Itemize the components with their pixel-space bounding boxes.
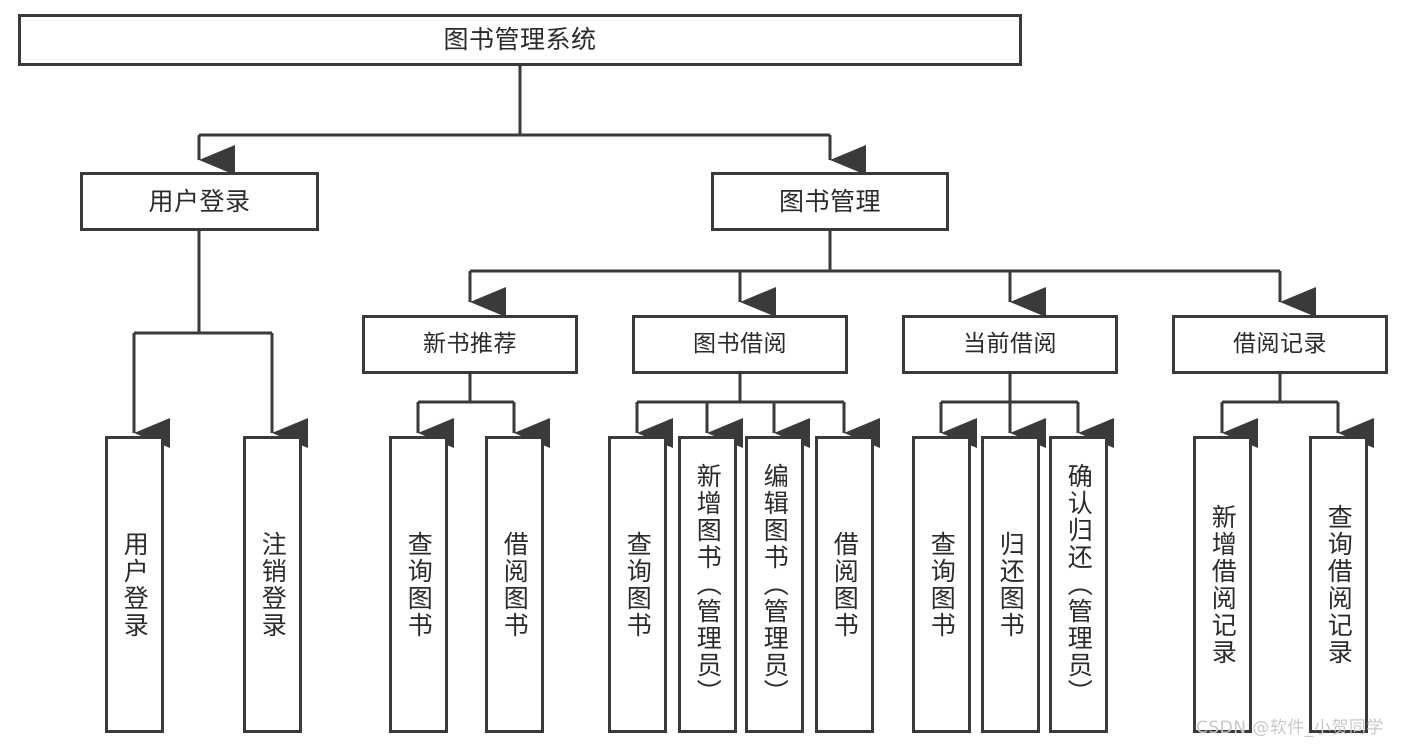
node-book-manage[interactable]: 图书管理 bbox=[711, 172, 949, 231]
leaf-query-book-2-label: 查询图书 bbox=[623, 530, 653, 639]
leaf-borrow-book-1[interactable]: 借阅图书 bbox=[485, 436, 544, 733]
node-user-login-label: 用户登录 bbox=[148, 186, 251, 216]
leaf-user-login[interactable]: 用户登录 bbox=[105, 436, 164, 733]
leaf-query-record-label: 查询借阅记录 bbox=[1324, 503, 1354, 666]
leaf-borrow-book-2[interactable]: 借阅图书 bbox=[815, 436, 874, 733]
leaf-add-record-label: 新增借阅记录 bbox=[1208, 503, 1238, 666]
csdn-watermark: CSDN @软件_小贺同学 bbox=[1196, 718, 1384, 738]
node-book-borrow-label: 图书借阅 bbox=[693, 330, 787, 357]
node-new-book-recommend-label: 新书推荐 bbox=[423, 330, 517, 357]
leaf-edit-book-label: 编辑图书（管理员） bbox=[760, 463, 790, 706]
node-borrow-record-label: 借阅记录 bbox=[1233, 330, 1327, 357]
leaf-query-book-2[interactable]: 查询图书 bbox=[608, 436, 667, 733]
leaf-return-book[interactable]: 归还图书 bbox=[981, 436, 1040, 733]
leaf-query-record[interactable]: 查询借阅记录 bbox=[1309, 436, 1368, 733]
node-borrow-record[interactable]: 借阅记录 bbox=[1172, 315, 1388, 374]
node-user-login[interactable]: 用户登录 bbox=[80, 172, 319, 231]
leaf-borrow-book-2-label: 借阅图书 bbox=[830, 530, 860, 639]
node-root-label: 图书管理系统 bbox=[443, 25, 597, 55]
node-current-borrow[interactable]: 当前借阅 bbox=[902, 315, 1118, 374]
leaf-confirm-return[interactable]: 确认归还（管理员） bbox=[1049, 436, 1108, 733]
leaf-add-record[interactable]: 新增借阅记录 bbox=[1193, 436, 1252, 733]
leaf-query-book-1[interactable]: 查询图书 bbox=[389, 436, 448, 733]
leaf-return-book-label: 归还图书 bbox=[996, 530, 1026, 639]
node-book-manage-label: 图书管理 bbox=[778, 186, 881, 216]
leaf-add-book[interactable]: 新增图书（管理员） bbox=[678, 436, 737, 733]
leaf-query-book-3[interactable]: 查询图书 bbox=[912, 436, 971, 733]
leaf-borrow-book-1-label: 借阅图书 bbox=[500, 530, 530, 639]
leaf-add-book-label: 新增图书（管理员） bbox=[693, 463, 723, 706]
node-root[interactable]: 图书管理系统 bbox=[18, 14, 1022, 66]
leaf-query-book-1-label: 查询图书 bbox=[404, 530, 434, 639]
node-new-book-recommend[interactable]: 新书推荐 bbox=[362, 315, 578, 374]
leaf-edit-book[interactable]: 编辑图书（管理员） bbox=[745, 436, 804, 733]
leaf-query-book-3-label: 查询图书 bbox=[927, 530, 957, 639]
node-current-borrow-label: 当前借阅 bbox=[963, 330, 1057, 357]
leaf-user-logout[interactable]: 注销登录 bbox=[243, 436, 302, 733]
node-book-borrow[interactable]: 图书借阅 bbox=[632, 315, 848, 374]
leaf-confirm-return-label: 确认归还（管理员） bbox=[1064, 463, 1094, 706]
leaf-user-logout-label: 注销登录 bbox=[258, 530, 288, 639]
leaf-user-login-label: 用户登录 bbox=[120, 530, 150, 639]
